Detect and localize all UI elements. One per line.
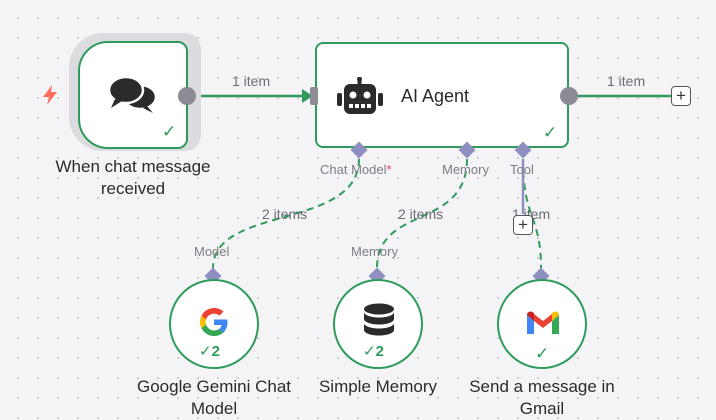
gemini-node-title: Google Gemini Chat Model	[136, 377, 292, 418]
trigger-output-handle[interactable]	[178, 87, 196, 105]
required-marker: *	[386, 162, 392, 177]
agent-output-handle[interactable]	[560, 87, 578, 105]
model-link-edge[interactable]	[212, 158, 360, 269]
agent-title: AI Agent	[401, 86, 470, 106]
robot-icon	[337, 77, 383, 122]
edge-label-trigger: 1 item	[232, 73, 271, 89]
database-icon	[363, 303, 395, 346]
edge-label-memory: 2 items	[398, 206, 444, 222]
run-count-badge: ✓2	[363, 343, 384, 360]
model-port-label: Model	[194, 244, 230, 259]
gmail-node-title: Send a message in Gmail	[469, 377, 615, 418]
success-check-icon: ✓	[543, 123, 558, 142]
chat-bubbles-icon	[107, 75, 159, 122]
chat-model-port-label: Chat Model*	[320, 162, 392, 177]
memory-port-label: Memory	[442, 162, 489, 177]
edge-label-agent-output: 1 item	[607, 73, 646, 89]
gmail-icon	[525, 309, 561, 342]
success-check-icon: ✓	[162, 122, 177, 141]
memory-link-edge[interactable]	[376, 158, 468, 269]
agent-input-handle[interactable]	[310, 87, 318, 105]
run-count-badge: ✓2	[199, 343, 220, 360]
trigger-title: When chat message received	[55, 157, 211, 198]
simple-memory-node[interactable]: ✓2	[333, 279, 423, 369]
lightning-bolt-icon	[40, 84, 60, 106]
google-g-icon	[197, 305, 231, 344]
add-tool-button[interactable]: +	[513, 215, 533, 235]
add-next-node-button[interactable]: +	[671, 86, 691, 106]
memory-port-label: Memory	[351, 244, 398, 259]
tool-port-label: Tool	[510, 162, 534, 177]
ai-agent-node[interactable]: AI Agent ✓	[315, 42, 569, 148]
gmail-node[interactable]: ✓	[497, 279, 587, 369]
edge-label-model: 2 items	[262, 206, 308, 222]
chat-trigger-node[interactable]: ✓	[78, 41, 188, 149]
success-check-icon: ✓	[535, 344, 550, 363]
memory-node-title: Simple Memory	[318, 377, 438, 396]
trigger-to-agent-arrow	[302, 89, 313, 103]
gemini-model-node[interactable]: ✓2	[169, 279, 259, 369]
